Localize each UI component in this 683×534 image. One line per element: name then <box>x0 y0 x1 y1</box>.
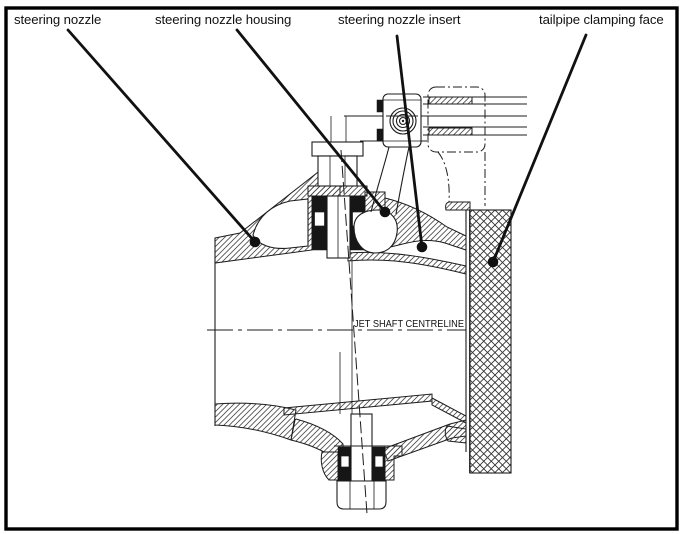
leader-dot-housing <box>379 206 391 218</box>
top-pivot-assembly <box>307 116 410 259</box>
hidden-tiller-outline <box>427 86 486 153</box>
leader-dot-insert <box>416 241 428 253</box>
callout-steering-nozzle-housing: steering nozzle housing <box>155 12 291 27</box>
callout-tailpipe-clamping-face: tailpipe clamping face <box>539 12 664 27</box>
tailpipe-section <box>444 209 512 474</box>
callout-leaders <box>66 28 588 268</box>
callout-steering-nozzle-insert: steering nozzle insert <box>338 12 461 27</box>
tailpipe-crosshatch-block <box>469 209 512 474</box>
bottom-pivot-assembly <box>334 413 390 510</box>
callout-steering-nozzle: steering nozzle <box>14 12 101 27</box>
pivot-boss-circles <box>389 107 417 135</box>
figure-border <box>4 6 679 531</box>
steering-pivot-axis <box>340 149 368 515</box>
centreline-label: JET SHAFT CENTRELINE <box>354 319 464 330</box>
leader-dot-steering-nozzle <box>249 236 261 248</box>
leader-dot-tailpipe <box>487 256 499 268</box>
steering-linkage <box>344 86 527 211</box>
